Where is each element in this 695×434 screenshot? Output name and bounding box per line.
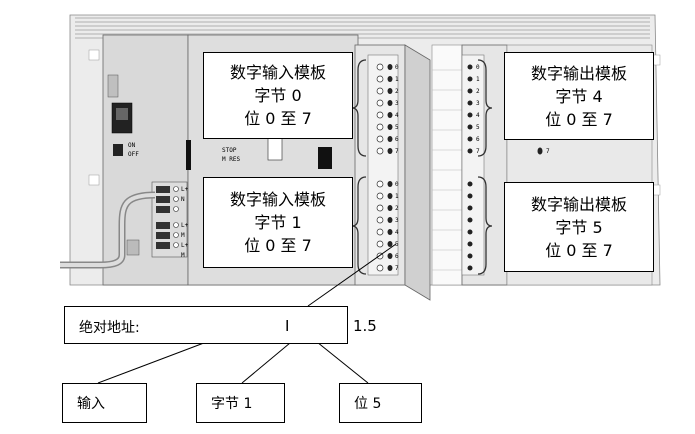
channel-number: 0 — [395, 64, 399, 71]
channel-number: 7 — [546, 148, 550, 155]
callout-byte: 字节 1 — [196, 383, 285, 423]
leader-to-bit — [307, 243, 397, 307]
stop-label: STOP — [222, 147, 237, 154]
mode-switch-icon — [267, 137, 283, 161]
channel-number: 6 — [395, 253, 399, 260]
channel-number: 3 — [395, 100, 399, 107]
mres-label: M RES — [222, 156, 241, 163]
input-module-byte1-box: 数字输入模板 字节 1 位 0 至 7 — [203, 177, 353, 268]
module-byte: 字节 5 — [555, 217, 603, 237]
channel-number: 4 — [395, 229, 399, 236]
channel-number: 7 — [395, 148, 399, 155]
terminal-label-n: N — [181, 196, 185, 203]
channel-number: 7 — [476, 148, 480, 155]
channel-number: 6 — [476, 136, 480, 143]
callout-bit-text: 位 5 — [354, 396, 382, 412]
channel-number: 4 — [395, 112, 399, 119]
address-area-letter: I — [285, 317, 290, 335]
switch-off-label: OFF — [128, 151, 139, 158]
channel-number: 5 — [476, 124, 480, 131]
module-bits: 位 0 至 7 — [244, 109, 312, 128]
channel-number: 1 — [476, 76, 480, 83]
output-module-byte4-box: 数字输出模板 字节 4 位 0 至 7 — [504, 52, 654, 140]
leader-byte — [241, 337, 297, 384]
callout-input-text: 输入 — [77, 396, 105, 412]
module-title: 数字输入模板 — [229, 190, 326, 209]
address-byte-bit: 1.5 — [353, 317, 377, 335]
switch-on-label: ON — [128, 142, 136, 149]
callout-byte-text: 字节 1 — [211, 396, 253, 412]
module-bits: 位 0 至 7 — [545, 109, 613, 129]
module-byte: 字节 0 — [254, 86, 302, 105]
channel-number: 5 — [395, 124, 399, 131]
channel-number: 3 — [476, 100, 480, 107]
terminal-label-l3: L+ — [181, 242, 189, 249]
leader-bit — [311, 337, 369, 384]
channel-number: 7 — [395, 265, 399, 272]
module-byte: 字节 1 — [254, 213, 302, 232]
channel-number: 6 — [395, 136, 399, 143]
channel-number: 1 — [395, 76, 399, 83]
channel-number: 2 — [395, 88, 399, 95]
callout-bit: 位 5 — [339, 383, 422, 423]
output-module-byte5-box: 数字输出模板 字节 5 位 0 至 7 — [504, 182, 654, 272]
terminal-label-lplus: L+ — [181, 186, 189, 193]
channel-number: 5 — [395, 241, 399, 248]
channel-number: 2 — [476, 88, 480, 95]
module-title: 数字输入模板 — [229, 63, 326, 82]
channel-number: 1 — [395, 193, 399, 200]
module-title: 数字输出模板 — [530, 194, 627, 214]
module-bits: 位 0 至 7 — [244, 236, 312, 255]
address-label: 绝对地址: — [79, 320, 140, 336]
module-bits: 位 0 至 7 — [545, 240, 613, 260]
module-byte: 字节 4 — [555, 86, 603, 106]
channel-number: 4 — [476, 112, 480, 119]
callout-input: 输入 — [62, 383, 147, 423]
channel-number: 3 — [395, 217, 399, 224]
terminal-label-m2: M — [181, 252, 185, 259]
output-braces — [477, 59, 493, 275]
channel-number: 0 — [395, 181, 399, 188]
channel-number: 0 — [476, 64, 480, 71]
module-title: 数字输出模板 — [530, 63, 627, 83]
absolute-address-box: 绝对地址: I 1.5 — [64, 306, 377, 344]
vents — [75, 17, 650, 39]
terminal-label-m1: M — [181, 232, 185, 239]
terminal-label-l2: L+ — [181, 222, 189, 229]
input-module-byte0-box: 数字输入模板 字节 0 位 0 至 7 — [203, 52, 353, 139]
channel-number: 2 — [395, 205, 399, 212]
